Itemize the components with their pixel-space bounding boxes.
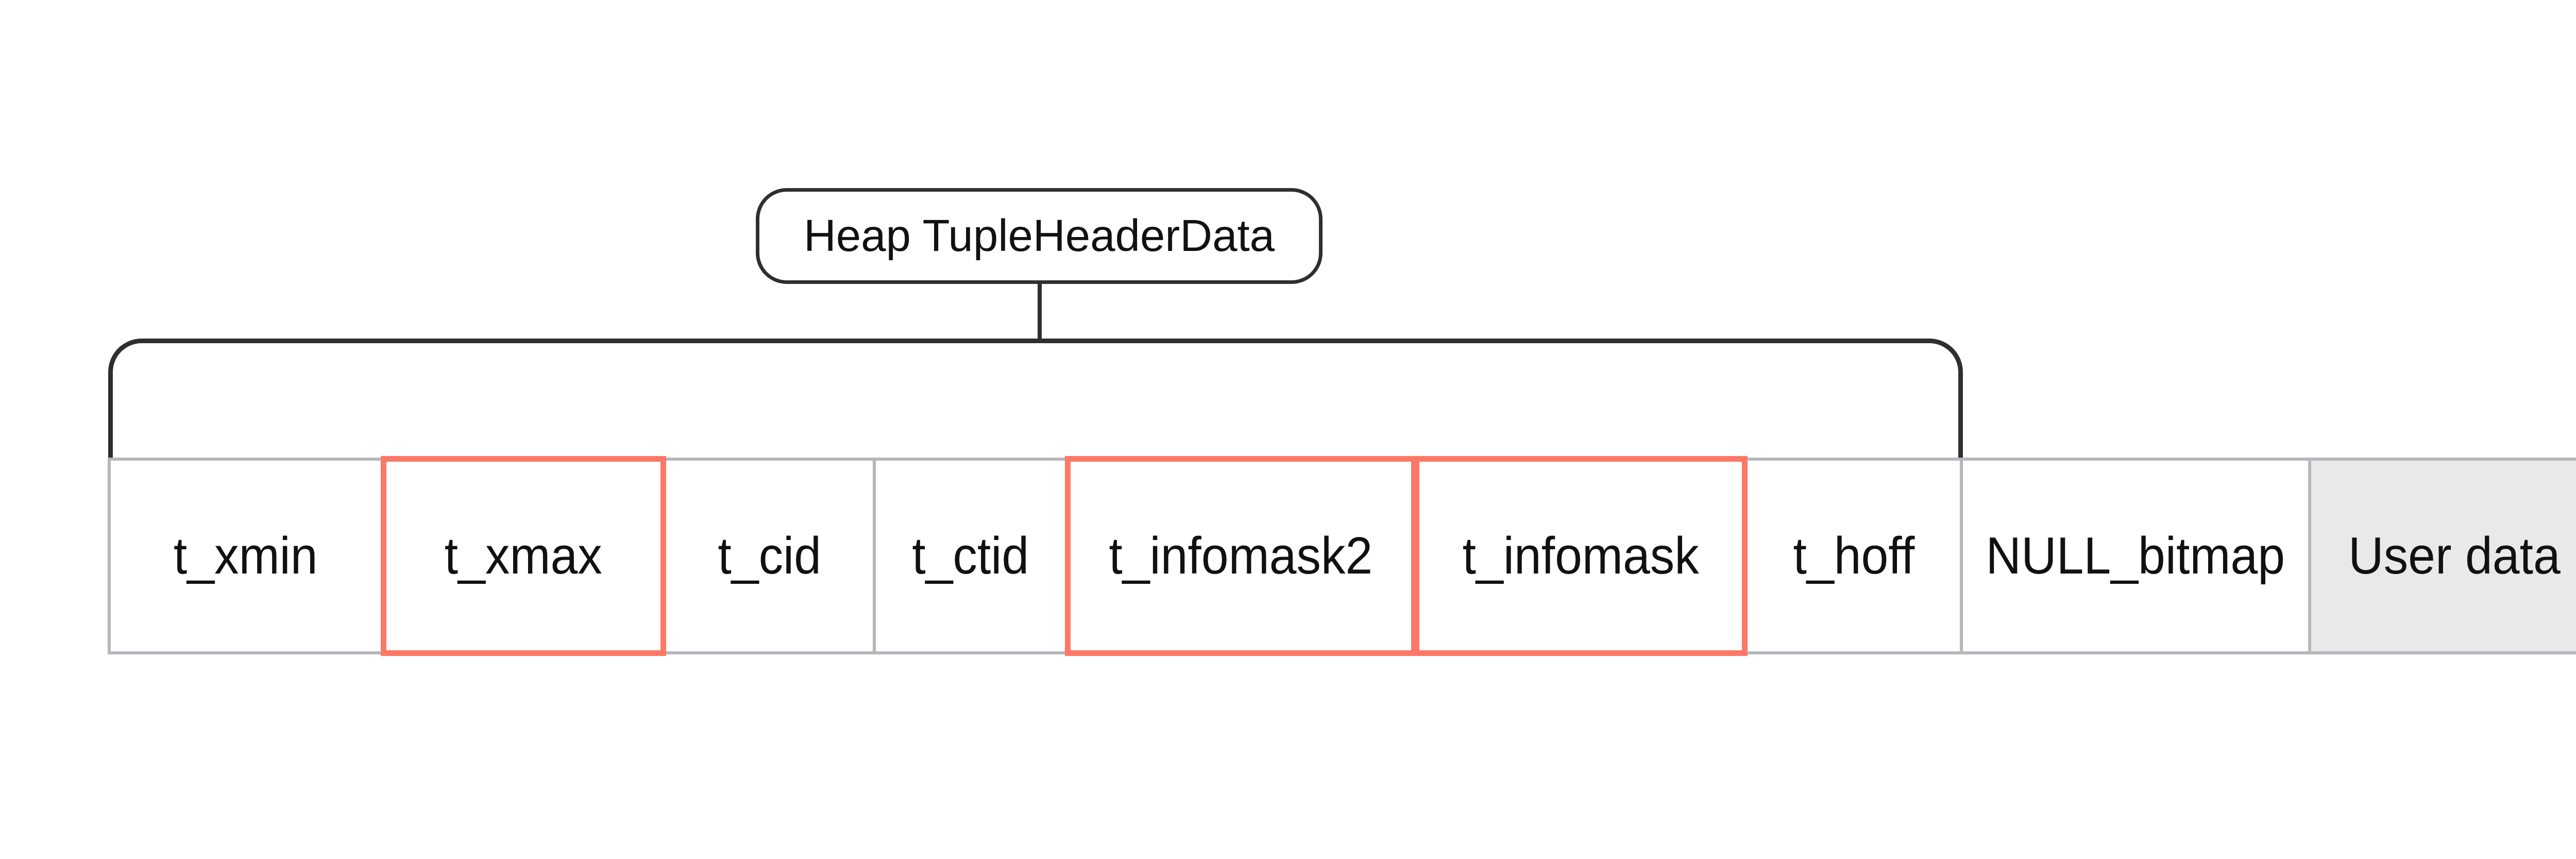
cell-t_ctid: t_ctid bbox=[876, 461, 1068, 651]
field-row: t_xmin t_xmax t_cid t_ctid t_infomask2 t… bbox=[108, 456, 2576, 656]
cell-user-data: User data bbox=[2311, 461, 2576, 651]
cell-label: t_ctid bbox=[912, 527, 1029, 585]
cell-label: NULL_bitmap bbox=[1986, 527, 2285, 585]
cell-label: t_hoff bbox=[1793, 527, 1914, 585]
cell-label: t_cid bbox=[718, 527, 821, 585]
cell-label: t_infomask2 bbox=[1109, 527, 1373, 585]
header-span-bracket bbox=[108, 339, 1963, 458]
cell-t_xmin: t_xmin bbox=[111, 461, 384, 651]
cell-label: t_infomask bbox=[1462, 527, 1699, 585]
cell-t_cid: t_cid bbox=[666, 461, 876, 651]
cell-t_infomask: t_infomask bbox=[1414, 456, 1748, 656]
title-box: Heap TupleHeaderData bbox=[756, 188, 1323, 284]
cell-label: User data bbox=[2348, 527, 2561, 585]
connector-line bbox=[1038, 284, 1042, 342]
diagram-title: Heap TupleHeaderData bbox=[803, 211, 1275, 261]
cell-t_hoff: t_hoff bbox=[1748, 461, 1963, 651]
cell-t_xmax: t_xmax bbox=[381, 456, 666, 656]
cell-label: t_xmax bbox=[444, 527, 602, 585]
cell-t_infomask2: t_infomask2 bbox=[1065, 456, 1417, 656]
cell-label: t_xmin bbox=[174, 527, 318, 585]
cell-NULL_bitmap: NULL_bitmap bbox=[1963, 461, 2311, 651]
